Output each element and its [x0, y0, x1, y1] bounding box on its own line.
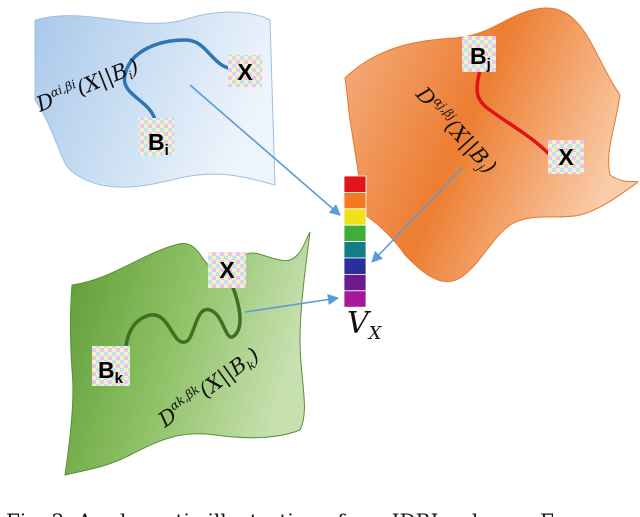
- vector-label: VX: [347, 306, 383, 344]
- svg-text:Bk: Bk: [98, 357, 124, 387]
- orange-geodesic-curve: [475, 68, 552, 157]
- orange-point-x: X: [548, 140, 584, 174]
- vector-cell: [343, 175, 367, 193]
- blue-geodesic-curve: [122, 38, 242, 122]
- arrows: [189, 84, 463, 313]
- green-point-b: Bk: [92, 346, 130, 387]
- svg-text:Bj: Bj: [470, 43, 491, 73]
- orange-point-b: Bj: [462, 36, 496, 73]
- surface-orange: Dαj,βj(X||Bj) Bj X: [344, 7, 639, 283]
- surface-blue: Dαi,βi(X||Bi) X Bi: [32, 11, 276, 188]
- figure-caption: Fig. 2: A schematic illustration of our …: [6, 509, 575, 517]
- arrow-blue-to-vector: [189, 84, 341, 216]
- arrow-orange-to-vector: [371, 167, 463, 263]
- vector-cell: [343, 273, 367, 292]
- feature-vector: [343, 175, 367, 308]
- arrow-green-to-vector: [244, 293, 340, 313]
- blue-point-x: X: [228, 55, 262, 87]
- svg-text:X: X: [558, 144, 574, 170]
- vector-cell: [343, 257, 367, 275]
- vector-cell: [343, 290, 367, 308]
- vector-cell: [343, 208, 367, 226]
- green-point-x: X: [208, 252, 246, 288]
- svg-text:X: X: [237, 59, 253, 85]
- green-geodesic-curve: [123, 283, 242, 362]
- svg-text:X: X: [219, 257, 235, 283]
- svg-text:Bi: Bi: [148, 129, 169, 159]
- surface-green: Dαk,βk(X||Bk) X Bk: [64, 231, 311, 476]
- blue-point-b: Bi: [138, 118, 174, 159]
- vector-cell: [343, 191, 367, 210]
- vector-cell: [343, 241, 367, 259]
- vector-cell: [343, 224, 367, 242]
